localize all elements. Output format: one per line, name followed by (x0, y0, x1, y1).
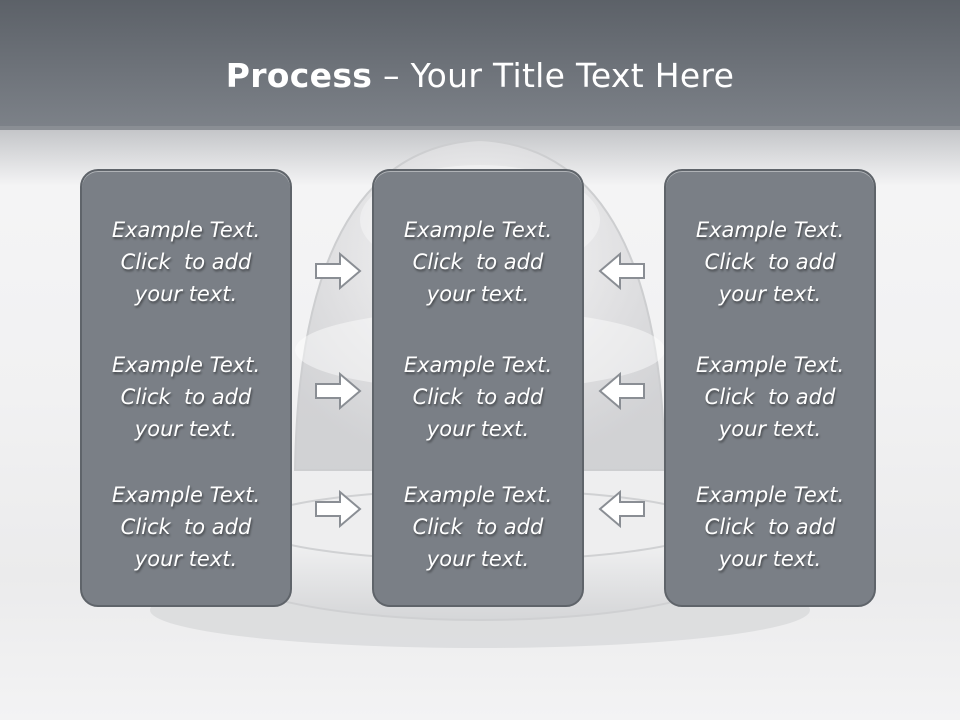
item-line3: your text. (426, 417, 530, 441)
item-line2: Click to add (120, 515, 252, 539)
item-line3: your text. (134, 417, 238, 441)
item-line1: Example Text. (695, 483, 845, 507)
item-line2: Click to add (412, 250, 544, 274)
left-text-box[interactable]: Example Text. Click to add your text. Ex… (80, 169, 292, 607)
item-line1: Example Text. (111, 483, 261, 507)
item-line2: Click to add (704, 515, 836, 539)
middle-text-box[interactable]: Example Text. Click to add your text. Ex… (372, 169, 584, 607)
item-line3: your text. (134, 282, 238, 306)
item-line3: your text. (426, 282, 530, 306)
item-line3: your text. (718, 282, 822, 306)
right-arrow-icon (315, 251, 362, 291)
item-line1: Example Text. (403, 483, 553, 507)
text-item[interactable]: Example Text. Click to add your text. (666, 214, 874, 310)
left-arrow-icon (598, 251, 645, 291)
item-line3: your text. (718, 547, 822, 571)
item-line1: Example Text. (403, 218, 553, 242)
right-arrow-icon (315, 371, 362, 411)
text-item[interactable]: Example Text. Click to add your text. (666, 479, 874, 575)
item-line1: Example Text. (111, 353, 261, 377)
left-arrow-icon (598, 371, 645, 411)
text-item[interactable]: Example Text. Click to add your text. (82, 349, 290, 445)
title-bar (0, 0, 960, 130)
right-arrow-icon (315, 489, 362, 529)
page-title: Process – Your Title Text Here (0, 54, 960, 98)
item-line3: your text. (718, 417, 822, 441)
text-item[interactable]: Example Text. Click to add your text. (374, 349, 582, 445)
item-line2: Click to add (412, 515, 544, 539)
item-line2: Click to add (412, 385, 544, 409)
text-item[interactable]: Example Text. Click to add your text. (374, 479, 582, 575)
item-line2: Click to add (704, 385, 836, 409)
left-arrow-icon (598, 489, 645, 529)
item-line1: Example Text. (695, 353, 845, 377)
right-text-box[interactable]: Example Text. Click to add your text. Ex… (664, 169, 876, 607)
item-line1: Example Text. (695, 218, 845, 242)
item-line1: Example Text. (111, 218, 261, 242)
item-line1: Example Text. (403, 353, 553, 377)
item-line3: your text. (426, 547, 530, 571)
item-line2: Click to add (120, 385, 252, 409)
text-item[interactable]: Example Text. Click to add your text. (82, 479, 290, 575)
item-line2: Click to add (120, 250, 252, 274)
text-item[interactable]: Example Text. Click to add your text. (82, 214, 290, 310)
title-rest: – Your Title Text Here (372, 56, 735, 95)
title-bold: Process (225, 56, 373, 95)
item-line2: Click to add (704, 250, 836, 274)
text-item[interactable]: Example Text. Click to add your text. (374, 214, 582, 310)
text-item[interactable]: Example Text. Click to add your text. (666, 349, 874, 445)
item-line3: your text. (134, 547, 238, 571)
